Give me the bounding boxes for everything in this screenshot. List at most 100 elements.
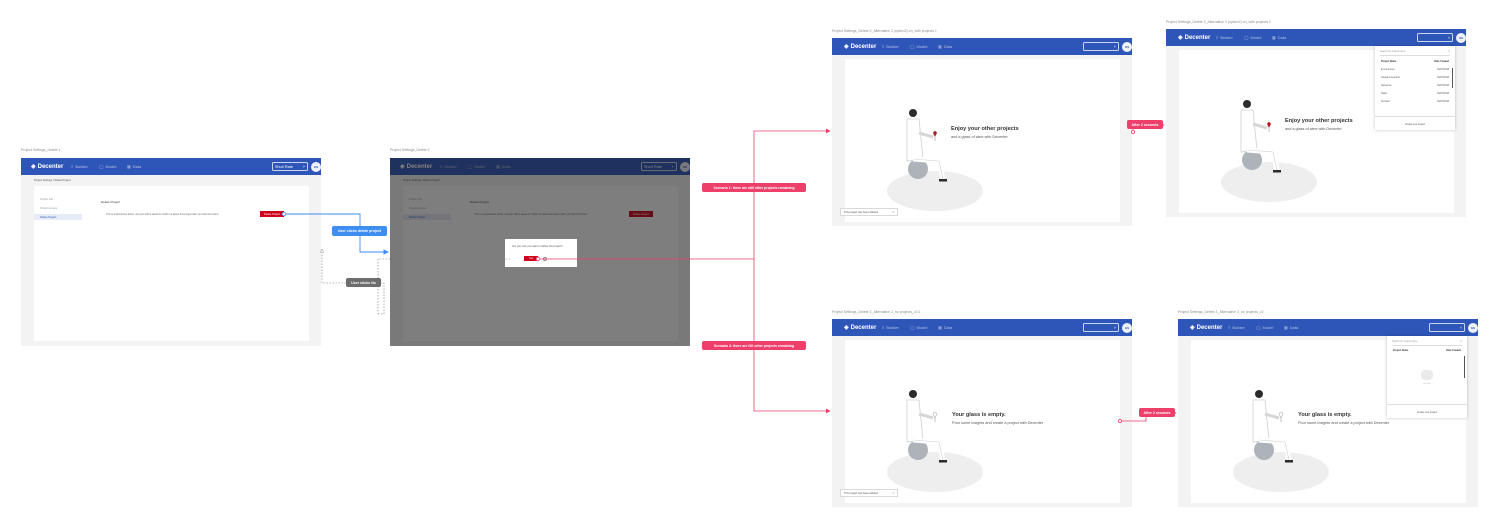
nav-item-label: Data	[132, 164, 142, 169]
section-description: This is a destructive action, and you wi…	[106, 213, 219, 216]
data-icon: ▦	[1284, 325, 1288, 330]
nav-item-data[interactable]: ▦Data	[938, 44, 952, 49]
brand-logo[interactable]: ◈ Decenter	[31, 163, 63, 171]
avatar[interactable]: GS	[311, 161, 321, 172]
nav-item-model[interactable]: ◯Model	[1256, 325, 1273, 330]
nav-item-data[interactable]: ▦Data	[1284, 325, 1298, 330]
project-date: 04/27/2018	[1437, 68, 1449, 71]
brand-label: Decenter	[850, 43, 877, 50]
nav-item-model[interactable]: ◯Model	[910, 325, 927, 330]
list-item[interactable]: Awesome 04/27/2018	[1381, 84, 1449, 87]
col-project-name[interactable]: Project Name	[1381, 60, 1397, 63]
nav-item-label: Model	[916, 325, 928, 330]
nav-item-builder[interactable]: ≡Builder	[882, 44, 899, 49]
nav-item-label: Data	[943, 325, 953, 330]
decenter-logo-icon: ◈	[1190, 325, 1195, 331]
chevron-up-icon: ˄	[1447, 35, 1450, 40]
nav-item-model[interactable]: ◯Model	[99, 164, 116, 169]
avatar[interactable]: GS	[1456, 32, 1466, 43]
brand-logo[interactable]: ◈ Decenter	[844, 43, 877, 51]
sidebar-item-delete-project[interactable]: Delete Project	[34, 214, 82, 220]
breadcrumb: Project Settings / Delete Project	[34, 179, 71, 182]
project-select[interactable]: ˅	[1083, 42, 1119, 51]
nav-item-label: Model	[1262, 325, 1274, 330]
project-name: Awesome	[1381, 84, 1392, 87]
empty-state-subtitle: and a glass of wine with Decenter	[1285, 127, 1342, 131]
cancel-no-button[interactable]	[543, 256, 547, 261]
col-date-created[interactable]: Date Created	[1434, 60, 1449, 63]
project-dropdown: Search for project name⚲ Project Name Dat…	[1375, 46, 1455, 130]
brand-label: Decenter	[1196, 324, 1223, 331]
data-icon: ▦	[127, 164, 131, 169]
dropdown-scrollbar[interactable]	[1452, 68, 1453, 88]
col-date-created[interactable]: Date Created	[1446, 349, 1461, 352]
data-icon: ▦	[938, 44, 942, 49]
frame-scenario2-dropdown: ◈ Decenter ≡Builder ◯Model ▦Data ˄ GS Yo…	[1178, 319, 1478, 507]
frame-title-scenario1-a: Project Settings_Delete 3_Alternative 2 …	[832, 29, 937, 33]
callout-scenario-2: Scenario 2: there are NO other projects …	[702, 341, 806, 350]
callout-user-clicks-delete: User clicks delete project	[332, 226, 387, 236]
project-search-input[interactable]: Search for project name⚲	[1392, 340, 1462, 346]
frame-title-scenario2-a: Project Settings_Delete 3_Alternative 2_…	[832, 310, 921, 314]
frame-delete-2: ◈ Decenter ≡Builder ◯Model ▦Data Shuri R…	[390, 158, 690, 346]
chevron-up-icon: ˄	[1459, 325, 1462, 330]
sidebar-item-project-access[interactable]: Project Access	[40, 207, 58, 210]
project-select-value: Shuri Rate	[275, 164, 293, 169]
nav-item-builder[interactable]: ≡Builder	[1228, 325, 1245, 330]
model-icon: ◯	[99, 164, 104, 169]
create-new-project-button[interactable]: Create new project	[1375, 116, 1455, 131]
callout-user-clicks-no: User clicks No	[346, 278, 381, 287]
col-project-name[interactable]: Project Name	[1393, 349, 1409, 352]
brand-logo[interactable]: ◈ Decenter	[1190, 324, 1223, 332]
nav-item-data[interactable]: ▦Data	[127, 164, 141, 169]
empty-state-canvas: Enjoy your other projects and a glass of…	[1179, 50, 1454, 213]
project-select[interactable]: Shuri Rate˅	[272, 162, 308, 171]
model-icon: ◯	[1244, 35, 1249, 40]
nav-item-builder[interactable]: ≡Builder	[71, 164, 88, 169]
project-date: 04/27/2018	[1437, 84, 1449, 87]
project-select[interactable]: ˄	[1417, 33, 1453, 42]
callout-after-2-seconds-bottom: After 2 seconds	[1139, 408, 1175, 417]
empty-state-title: Your glass is empty.	[1298, 412, 1352, 418]
close-icon[interactable]: ×	[892, 210, 894, 214]
brand-logo[interactable]: ◈ Decenter	[1178, 34, 1210, 42]
dropdown-scrollbar[interactable]	[1464, 356, 1465, 378]
nav-item-label: Builder	[1232, 325, 1245, 330]
brand-logo[interactable]: ◈ Decenter	[844, 324, 876, 332]
delete-project-button[interactable]: Delete Project	[260, 211, 284, 217]
frame-scenario1-toast: ◈ Decenter ≡Builder ◯Model ▦Data ˅ GS En…	[832, 38, 1132, 226]
avatar[interactable]: GS	[1468, 322, 1478, 333]
nav-item-model[interactable]: ◯Model	[910, 44, 927, 49]
confirm-yes-button[interactable]: Yes	[524, 256, 538, 261]
nav-item-model[interactable]: ◯Model	[1244, 35, 1261, 40]
avatar[interactable]: GS	[1122, 41, 1132, 52]
flow-to-scenario2	[753, 259, 831, 414]
model-icon: ◯	[910, 325, 915, 330]
nav-item-builder[interactable]: ≡Builder	[1216, 35, 1233, 40]
avatar[interactable]: GS	[1122, 322, 1132, 333]
nav-item-label: Model	[1250, 35, 1262, 40]
man-with-empty-glass-illustration	[887, 390, 983, 492]
create-new-project-button[interactable]: Create new project	[1387, 404, 1467, 419]
project-select[interactable]: ˅	[1083, 323, 1119, 332]
nav-item-data[interactable]: ▦Data	[1272, 35, 1286, 40]
frame-title-delete-2: Project Settings_Delete 2	[390, 148, 430, 152]
man-with-wine-illustration	[887, 109, 983, 211]
nav-item-label: Builder	[886, 44, 899, 49]
frame-title-scenario2-b: Project Settings_Delete 3_Alternative 2_…	[1178, 310, 1264, 314]
close-icon[interactable]: ×	[892, 491, 894, 495]
empty-list-label: No data	[1423, 383, 1431, 385]
project-search-input[interactable]: Search for project name⚲	[1380, 50, 1450, 56]
nav-item-data[interactable]: ▦Data	[938, 325, 952, 330]
nav-item-builder[interactable]: ≡Builder	[882, 325, 899, 330]
project-select[interactable]: ˄	[1429, 323, 1465, 332]
builder-icon: ≡	[882, 325, 885, 330]
empty-state-canvas: Enjoy your other projects and a glass of…	[845, 59, 1120, 222]
frame-scenario2-toast: ◈ Decenter ≡Builder ◯Model ▦Data ˅ GS Yo…	[832, 319, 1132, 507]
sidebar-item-project-info[interactable]: Project Info	[40, 198, 54, 201]
nav-item-label: Data	[1277, 35, 1287, 40]
